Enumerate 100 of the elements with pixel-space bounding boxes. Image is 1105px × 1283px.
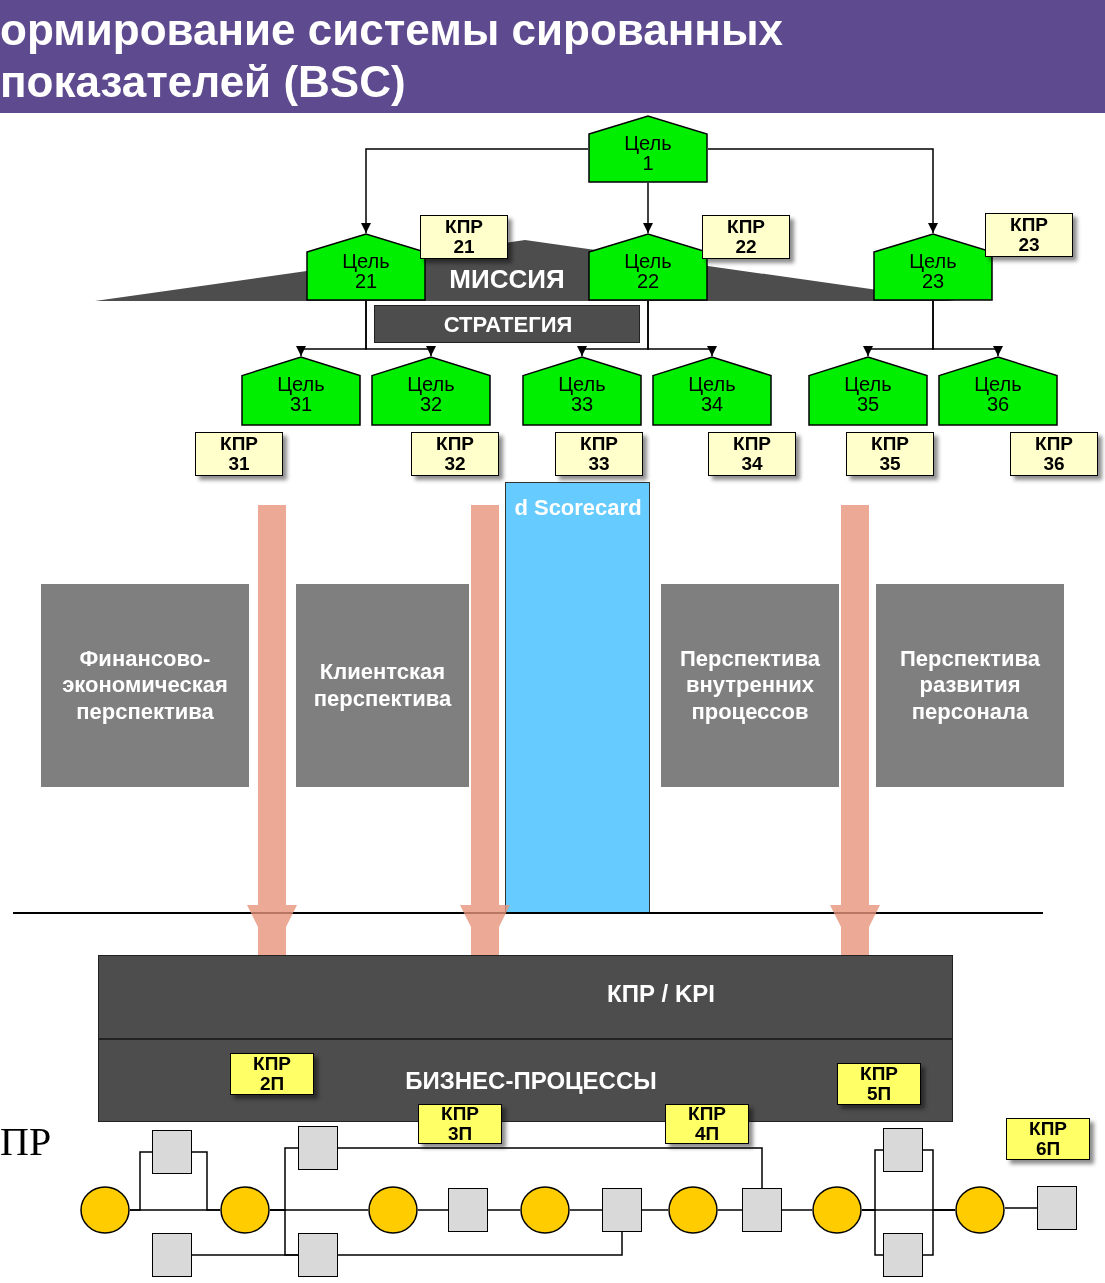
goal-label: Цель 22 [623,251,673,291]
connector-line [487,1209,521,1211]
event-circle [955,1186,1005,1234]
dark-band [374,305,640,343]
dark-band [98,955,953,1039]
event-circle [520,1186,570,1234]
connector-line [781,1209,813,1211]
perspective-box [40,583,250,788]
note-text: КПР 31 [219,434,259,474]
note-text: КПР 36 [1034,434,1074,474]
connector-line [641,1209,669,1211]
arrow [932,300,1003,357]
arrow [647,300,717,357]
perspective-box [875,583,1065,788]
band-label: СТРАТЕГИЯ [443,312,573,339]
connector-line [191,1151,221,1211]
scorecard-column [505,482,650,914]
kpi-note [1006,1118,1090,1160]
connector-line [861,1209,884,1256]
goal-pentagon [652,356,772,426]
slide-title: ормирование системы сированных показателей (BSC) [0,0,1105,113]
process-box [883,1233,923,1277]
event-circle [80,1186,130,1234]
perspective-box [660,583,840,788]
goal-label: Цель 21 [341,251,391,291]
goal-pentagon [241,356,361,426]
note-text: КПР 2П [252,1054,292,1094]
process-box [448,1188,488,1232]
kpi-note [846,432,934,476]
goal-label: Цель 34 [687,374,737,414]
kpi-note [420,215,508,259]
note-text: КПР 32 [435,434,475,474]
process-box [602,1188,642,1232]
kpi-note [1010,432,1098,476]
connector-line [922,1209,956,1256]
goal-pentagon [938,356,1058,426]
note-text: КПР 4П [687,1104,727,1144]
connector-line [417,1209,449,1211]
note-text: КПР 35 [870,434,910,474]
goal-pentagon [588,115,708,183]
kpi-note [411,432,499,476]
goal-pentagon [371,356,491,426]
goal-label: Цель 33 [557,374,607,414]
event-circle [368,1186,418,1234]
connector-line [129,1151,153,1211]
kpi-note [702,215,790,259]
goal-pentagon [873,233,993,301]
process-box [1037,1186,1077,1230]
connector-line [717,1209,743,1211]
mission-label: МИССИЯ [449,264,565,296]
note-text: КПР 33 [579,434,619,474]
process-box [298,1126,338,1170]
side-text: ПР [0,1118,52,1165]
block-arrow [247,505,297,955]
connector-line [569,1209,603,1211]
kpi-note [837,1063,921,1105]
kpi-note [418,1104,502,1144]
perspective-label: Клиентская перспектива [312,659,453,712]
block-arrow [830,505,880,955]
goal-pentagon [808,356,928,426]
perspective-box [295,583,470,788]
note-text: КПР 6П [1028,1119,1068,1159]
kpi-note [230,1053,314,1095]
goal-label: Цель 32 [406,374,456,414]
arrow [707,148,938,234]
goal-label: Цель 35 [843,374,893,414]
perspective-label: Перспектива развития персонала [899,645,1041,726]
connector-line [337,1147,763,1189]
event-circle [668,1186,718,1234]
band-label: КПР / KPI [607,980,715,1009]
arrow [643,182,653,234]
process-box [298,1233,338,1277]
note-text: КПР 22 [726,217,766,257]
process-box [152,1130,192,1174]
process-box [883,1128,923,1172]
connector-line [1004,1207,1038,1209]
dark-band [98,1039,953,1122]
kpi-note [665,1104,749,1144]
connector-line [269,1209,299,1256]
note-text: КПР 34 [732,434,772,474]
process-box [742,1188,782,1232]
note-text: КПР 5П [859,1064,899,1104]
goal-label: Цель 23 [908,251,958,291]
event-circle [812,1186,862,1234]
note-text: КПР 3П [440,1104,480,1144]
arrow [365,300,436,357]
event-circle [220,1186,270,1234]
goal-label: Цель 36 [973,374,1023,414]
block-arrow [460,505,510,955]
goal-label: Цель 31 [276,374,326,414]
connector-line [337,1231,623,1256]
note-text: КПР 23 [1009,215,1049,255]
goal-pentagon [306,233,426,301]
goal-pentagon [522,356,642,426]
goal-label: Цель 1 [623,133,673,173]
process-box [152,1233,192,1277]
kpi-note [555,432,643,476]
note-text: КПР 21 [444,217,484,257]
column-label: d Scorecard [514,495,642,522]
perspective-label: Перспектива внутренних процессов [679,645,821,726]
